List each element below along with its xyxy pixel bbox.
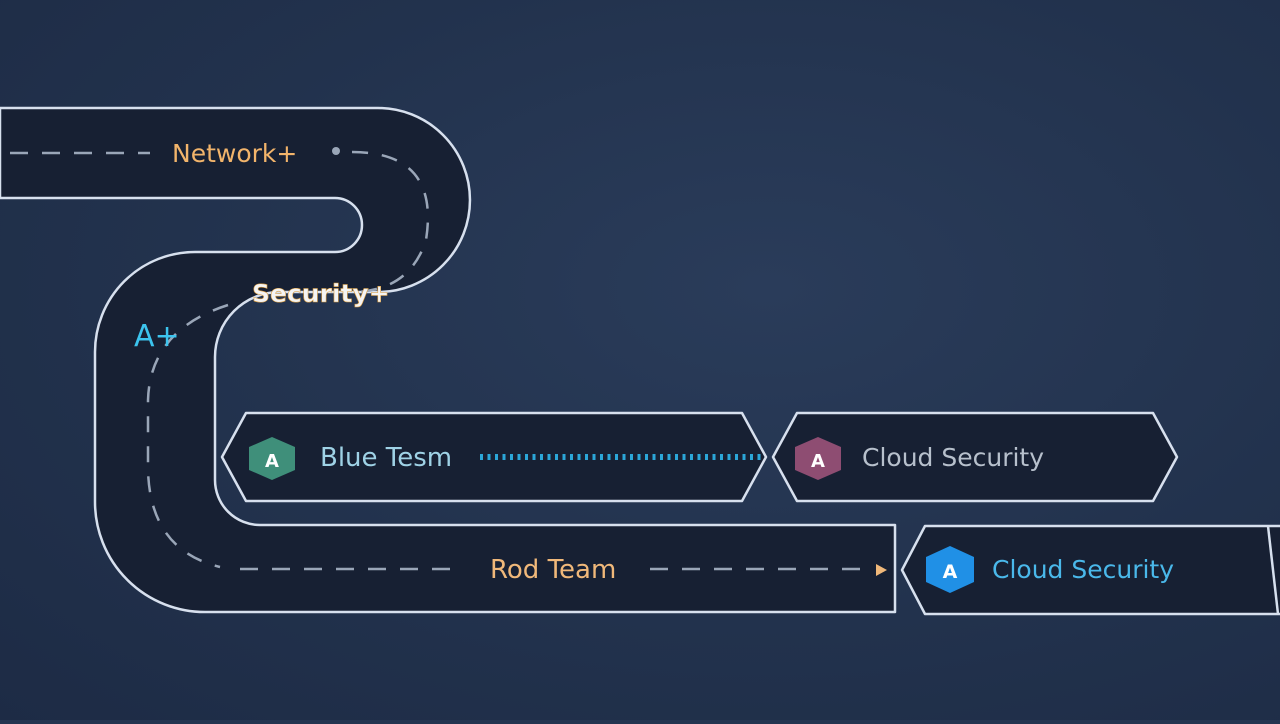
- label-a-plus: A+: [134, 319, 180, 354]
- label-cloud-security-lower: Cloud Security: [992, 555, 1174, 584]
- cloud-security-upper-badge-icon: [795, 437, 841, 480]
- cloud-security-upper-badge-glyph: A: [811, 451, 825, 472]
- cloud-security-lower-badge-icon: [926, 546, 974, 593]
- label-security: Security+: [252, 279, 390, 308]
- card-cloud-security-upper[interactable]: [771, 411, 1179, 503]
- label-blue-team: Blue Tesm: [320, 443, 452, 473]
- road-arrow-icon: [876, 564, 887, 576]
- card-blue-team[interactable]: [220, 411, 768, 503]
- card-cloud-security-lower-right-edge: [1266, 525, 1280, 615]
- label-network: Network+: [172, 139, 297, 168]
- label-cloud-security-upper: Cloud Security: [862, 443, 1044, 472]
- label-red-team: Rod Team: [490, 555, 616, 585]
- road-dot: [332, 147, 340, 155]
- road-dashes-curve: [351, 150, 430, 294]
- winding-road: [0, 106, 897, 614]
- blue-team-badge-glyph: A: [265, 451, 279, 472]
- card-cloud-security-lower[interactable]: [900, 524, 1280, 616]
- cloud-security-lower-badge-glyph: A: [943, 561, 958, 583]
- blue-team-badge-icon: [249, 437, 295, 480]
